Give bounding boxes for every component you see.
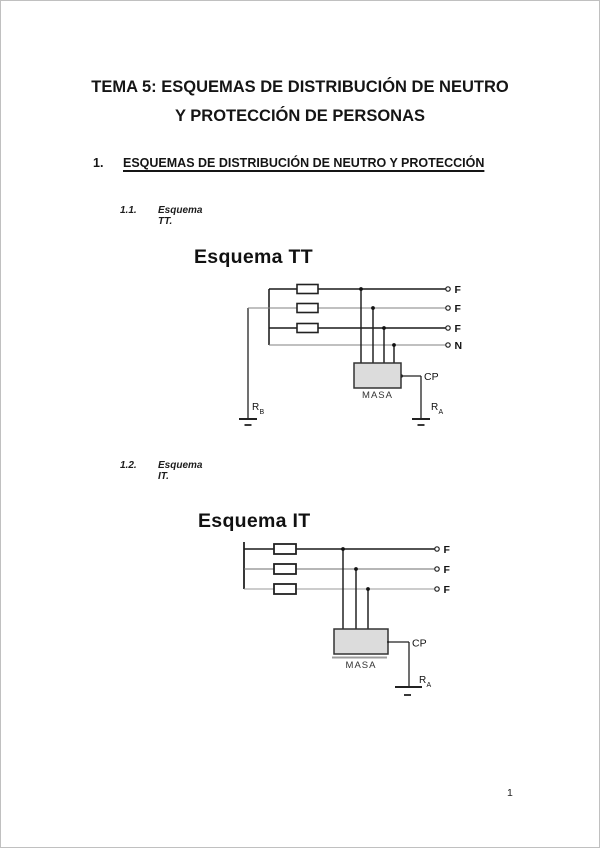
tt-label-f3: F	[455, 323, 462, 335]
it-ra-symbol: R	[419, 675, 426, 686]
tt-masa-label: MASA	[362, 390, 393, 401]
tt-rb-subscript: B	[260, 409, 265, 416]
figure-title-it: Esquema IT	[198, 510, 311, 532]
it-label-f2: F	[444, 564, 451, 576]
tt-circuit-diagram: MASA CP R B R A F F F N	[239, 283, 463, 426]
tt-line-terminals	[445, 286, 451, 348]
it-masa-box	[333, 628, 389, 655]
tt-rb-symbol: R	[252, 402, 259, 413]
tt-earth-symbol-right	[412, 418, 430, 426]
tt-phase-lines	[248, 288, 448, 346]
tt-cp-label: CP	[424, 371, 439, 383]
it-fuses	[273, 543, 297, 595]
it-fuse-2	[273, 563, 297, 575]
it-cp-label: CP	[412, 638, 427, 650]
it-ra-subscript: A	[427, 682, 432, 689]
it-cp-conductor	[387, 641, 410, 687]
subsection-it-title: Esquema IT.	[158, 460, 203, 482]
document-title-line2: Y PROTECCIÓN DE PERSONAS	[175, 107, 425, 125]
it-load-taps	[342, 549, 369, 629]
tt-fuse-3	[296, 322, 319, 334]
it-phase-lines	[244, 548, 437, 590]
tt-fuse-2	[296, 302, 319, 314]
it-earth-symbol	[395, 686, 422, 696]
tt-fuse-1	[296, 283, 319, 295]
tt-masa-box	[353, 362, 402, 389]
document-title-line1: TEMA 5: ESQUEMAS DE DISTRIBUCIÓN DE NEUT…	[91, 78, 509, 96]
tt-source-bus	[247, 289, 270, 419]
it-label-f1: F	[444, 544, 451, 556]
subsection-tt-title: Esquema TT.	[158, 205, 203, 227]
it-fuse-3	[273, 583, 297, 595]
tt-cp-conductor	[401, 375, 422, 419]
subsection-tt-number: 1.1.	[120, 205, 137, 216]
tt-fuses	[296, 283, 319, 334]
it-fuse-1	[273, 543, 297, 555]
tt-ra-subscript: A	[439, 409, 444, 416]
document-title: TEMA 5: ESQUEMAS DE DISTRIBUCIÓN DE NEUT…	[1, 73, 599, 131]
tt-earth-symbol-left	[239, 418, 257, 426]
section-number: 1.	[93, 156, 104, 170]
tt-label-n: N	[455, 340, 463, 352]
tt-ra-symbol: R	[431, 402, 438, 413]
page-number: 1	[507, 787, 513, 799]
tt-label-f2: F	[455, 303, 462, 315]
section-title: ESQUEMAS DE DISTRIBUCIÓN DE NEUTRO Y PRO…	[123, 156, 485, 170]
it-line-terminals	[434, 546, 440, 592]
it-masa-label: MASA	[346, 660, 377, 671]
tt-label-f1: F	[455, 284, 462, 296]
it-label-f3: F	[444, 584, 451, 596]
subsection-it-number: 1.2.	[120, 460, 137, 471]
figure-title-tt: Esquema TT	[194, 246, 313, 268]
it-circuit-diagram: MASA CP R A F F F	[243, 542, 451, 696]
tt-load-taps	[360, 289, 395, 363]
